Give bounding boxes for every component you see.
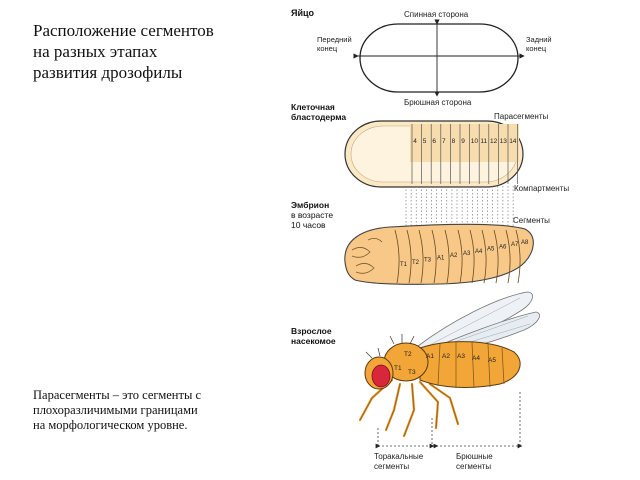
parasegment-number: 6: [432, 138, 436, 145]
embryo-segment-boundary: [444, 229, 450, 284]
parasegments-label: Парасегменты: [494, 112, 548, 121]
embryo-segment-boundary: [493, 229, 499, 284]
abdominal-label-2: сегменты: [456, 462, 491, 471]
thoracic-label-1: Торакальные: [374, 452, 424, 461]
embryo-segment-boundary: [457, 229, 463, 284]
adult-heading-2: насекомое: [291, 336, 336, 346]
embryo-body: [344, 223, 534, 285]
embryo-segment-label: A2: [450, 253, 458, 259]
fly-segment-label: A4: [472, 355, 480, 362]
slide-caption: Парасегменты – это сегменты с плохоразли…: [33, 388, 273, 433]
embryo-segment-boundary: [418, 229, 424, 284]
title-line-1: Расположение сегментов: [33, 21, 214, 40]
adult-heading-1: Взрослое: [291, 326, 332, 336]
embryo-heading-1: Эмбрион: [291, 200, 329, 210]
egg-dorsal-label: Спинная сторона: [404, 10, 469, 19]
embryo-segment-boundary: [394, 229, 400, 284]
fly-segment-label: A3: [457, 353, 465, 360]
fly-abdomen-stripes: [437, 341, 505, 389]
fly-segment-label: A5: [488, 357, 496, 364]
blastoderm-heading-1: Клеточная: [291, 102, 335, 112]
fly-segment-label: A1: [426, 353, 434, 360]
egg-posterior-label-1: Задний: [526, 35, 552, 44]
embryo-segment-label: A8: [521, 240, 529, 246]
embryo-segment-boundary: [481, 229, 487, 284]
fly-eye: [371, 364, 391, 388]
egg-anterior-label-2: конец: [317, 44, 338, 53]
fly-legs-outline: [359, 379, 459, 437]
embryo-segment-boundary: [515, 229, 521, 284]
parasegment-number: 14: [509, 138, 517, 145]
embryo-segment-boundary: [469, 229, 475, 284]
embryo-segment-lines: [394, 229, 521, 284]
caption-line-3: на морфологическом уровне.: [33, 418, 188, 432]
embryo-head-lobes: [351, 238, 383, 274]
title-line-3: развития дрозофилы: [33, 63, 183, 82]
embryo-segment-boundary: [431, 229, 437, 284]
egg-ventral-label: Брюшная сторона: [404, 98, 472, 107]
embryo-segment-label: A7: [511, 242, 519, 248]
fly-segment-label: T2: [404, 351, 412, 358]
parasegment-number: 12: [490, 138, 498, 145]
thoracic-label-2: сегменты: [374, 462, 409, 471]
parasegment-number: 13: [500, 138, 508, 145]
embryo-segment-label: T2: [412, 260, 420, 266]
embryo-segment-label: A4: [475, 249, 483, 255]
fly-segment-label: T3: [408, 369, 416, 376]
segments-label: Сегменты: [513, 216, 550, 225]
embryo-segment-label: T1: [400, 262, 408, 268]
egg-heading: Яйцо: [291, 8, 315, 18]
fly-segment-label: T1: [394, 365, 402, 372]
embryo-heading-3: 10 часов: [291, 220, 326, 230]
embryo-heading-2: в возрасте: [291, 210, 333, 220]
parasegment-number: 8: [452, 138, 456, 145]
caption-line-2: плохоразличимыми границами: [33, 403, 198, 417]
embryo-segment-label: T3: [424, 258, 432, 264]
parasegment-number: 5: [423, 138, 427, 145]
embryo-segment-boundary: [505, 229, 511, 284]
embryo-segment-label: A3: [463, 251, 471, 257]
slide-title: Расположение сегментов на разных этапах …: [33, 20, 273, 83]
egg-panel: Яйцо Спинная сторона Передний конец Задн…: [291, 8, 552, 107]
fly-bristles: [365, 334, 415, 359]
parasegment-band: [410, 124, 519, 162]
fly-abdomen: [419, 341, 521, 388]
egg-posterior-label-2: конец: [526, 44, 547, 53]
parasegment-number: 11: [480, 138, 487, 145]
parasegment-number: 4: [413, 138, 417, 145]
egg-anterior-label-1: Передний: [317, 35, 352, 44]
parasegment-number: 9: [461, 138, 465, 145]
parasegment-number: 7: [442, 138, 446, 145]
abdominal-label-1: Брюшные: [456, 452, 493, 461]
embryo-segment-boundary: [406, 229, 412, 284]
compartments-label: Компартменты: [514, 184, 569, 193]
blastoderm-heading-2: бластодерма: [291, 112, 346, 122]
caption-line-1: Парасегменты – это сегменты с: [33, 388, 202, 402]
embryo-segment-label: A6: [499, 244, 507, 250]
fly-segment-label: A2: [442, 353, 450, 360]
egg-outline: [359, 23, 519, 93]
title-line-2: на разных этапах: [33, 42, 158, 61]
embryo-segment-label: A5: [487, 247, 495, 253]
embryo-segment-label: A1: [437, 255, 445, 261]
compartment-connectors: [405, 186, 514, 226]
parasegment-number: 10: [471, 138, 479, 145]
